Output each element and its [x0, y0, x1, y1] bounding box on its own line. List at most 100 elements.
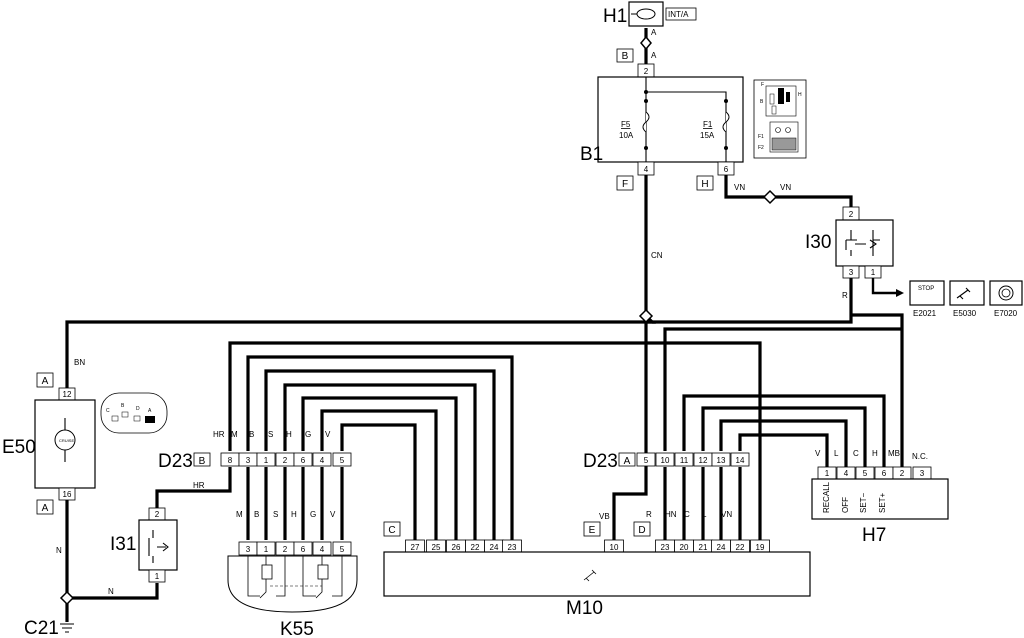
d23a-bottom-wire-color: L	[702, 510, 707, 519]
d23a-bottom-wire-color: HN	[665, 510, 677, 519]
wire-r-h7	[851, 313, 904, 467]
h7-pin: 4	[844, 469, 849, 478]
svg-text:2: 2	[644, 67, 649, 76]
svg-text:E5030: E5030	[953, 309, 977, 318]
h7-pin: 2	[900, 469, 905, 478]
svg-text:N: N	[56, 546, 62, 555]
d23a-pin: 11	[680, 456, 689, 465]
svg-text:B: B	[121, 403, 125, 409]
d23b-pin: 5	[340, 456, 345, 465]
svg-text:VN: VN	[780, 183, 791, 192]
svg-text:E2021: E2021	[913, 309, 937, 318]
m10-label: M10	[566, 598, 603, 619]
d23b-top-wire-color: HR	[213, 430, 225, 439]
i31-label: I31	[110, 534, 136, 555]
svg-text:12: 12	[63, 390, 72, 399]
d23b-top-wire-color: B	[249, 430, 254, 439]
svg-text:STOP: STOP	[918, 286, 934, 292]
svg-text:B: B	[760, 99, 764, 105]
m10-e-pin: 10	[610, 543, 619, 552]
h7-pin: 3	[920, 469, 925, 478]
svg-text:BN: BN	[74, 358, 85, 367]
svg-text:D: D	[638, 525, 645, 536]
svg-text:1: 1	[871, 268, 876, 277]
loop-h7-l	[719, 419, 848, 467]
b1-locator-inset: F B H F1 F2	[753, 79, 807, 159]
splices	[59, 35, 778, 606]
svg-text:CRUISE: CRUISE	[59, 438, 74, 443]
d23a-pin-box	[655, 452, 675, 467]
svg-text:B: B	[199, 456, 206, 467]
d23b-pin-box	[332, 452, 352, 467]
m10-c-pin: 27	[411, 543, 420, 552]
svg-text:D: D	[136, 406, 140, 412]
svg-text:N: N	[108, 587, 114, 596]
svg-text:F1: F1	[758, 134, 764, 140]
svg-text:F: F	[761, 82, 764, 88]
svg-text:1: 1	[155, 572, 160, 581]
i30-label: I30	[805, 232, 831, 253]
h7-top-wire-color: L	[834, 449, 839, 458]
svg-text:A: A	[42, 376, 49, 387]
k55-pin: 4	[320, 545, 325, 554]
svg-text:F1: F1	[703, 120, 713, 129]
svg-text:VB: VB	[599, 512, 610, 521]
stop-lamp-outputs: STOP E2021 E5030 E7020	[909, 280, 1023, 318]
svg-text:16: 16	[63, 490, 72, 499]
svg-text:E: E	[589, 525, 596, 536]
d23b-top-wire-color: V	[325, 430, 331, 439]
svg-text:A: A	[148, 408, 152, 414]
k55-pin-box	[332, 541, 352, 556]
d23a-pin: 13	[717, 456, 726, 465]
svg-text:4: 4	[644, 165, 649, 174]
k55-label: K55	[280, 619, 314, 638]
e50-label: E50	[2, 437, 36, 458]
m10-c-pin: 24	[490, 543, 499, 552]
d23b-pin: 2	[283, 456, 288, 465]
loop-hr	[228, 341, 762, 540]
loop-h	[301, 396, 458, 540]
svg-text:2: 2	[155, 510, 160, 519]
k55-pin: 6	[301, 545, 306, 554]
d23a-pin-box	[730, 452, 750, 467]
svg-text:2: 2	[849, 210, 854, 219]
m10-d-pin: 20	[680, 543, 689, 552]
svg-text:10A: 10A	[619, 131, 634, 140]
m10-c-pin: 23	[508, 543, 517, 552]
d23b-bottom-wire-color: B	[254, 510, 259, 519]
d23b-bottom-wire-color: M	[236, 510, 243, 519]
h7-top-wire-color: MB	[888, 449, 900, 458]
m10-d-pin: 21	[699, 543, 708, 552]
m10-c-pin: 22	[471, 543, 480, 552]
svg-text:E7020: E7020	[994, 309, 1018, 318]
h7-button-label: OFF	[841, 497, 850, 513]
h7-pin: 5	[863, 469, 868, 478]
h7-button-label: SET−	[859, 492, 868, 513]
d23b-bottom-wire-color: V	[330, 510, 336, 519]
d23b-bottom-wire-color: S	[273, 510, 278, 519]
loop-v	[340, 423, 417, 540]
e50-connector-inset: C B D A	[100, 392, 168, 434]
wire-vb-feed	[644, 314, 656, 454]
h7-pin: 6	[882, 469, 887, 478]
b1-fuse-box: B 2 F5 10A F1 15A B1 4 6 F H CN VN VN	[580, 48, 807, 260]
m10-c-pin: 26	[452, 543, 461, 552]
svg-text:H: H	[798, 92, 802, 98]
wire-r	[652, 278, 853, 324]
e50-cruise-motor: BN A 12 CRUISE E50 16 A N C B D A	[2, 358, 168, 555]
i30-brake-switch: 2 I30 3 1 R	[805, 206, 894, 300]
d23b-pin: 6	[301, 456, 306, 465]
d23a-pin-box	[711, 452, 731, 467]
loop-h7-c	[701, 406, 867, 467]
h7-top-wire-color: H	[872, 449, 878, 458]
svg-text:H: H	[701, 179, 708, 190]
m10-d-pin: 19	[756, 543, 765, 552]
c21-ground: C21	[24, 618, 74, 638]
svg-text:A: A	[651, 51, 657, 60]
d23a-bottom-wire-color: VN	[721, 510, 732, 519]
wire-hr	[155, 467, 232, 508]
svg-text:N.C.: N.C.	[912, 452, 928, 461]
svg-text:A: A	[42, 503, 49, 514]
